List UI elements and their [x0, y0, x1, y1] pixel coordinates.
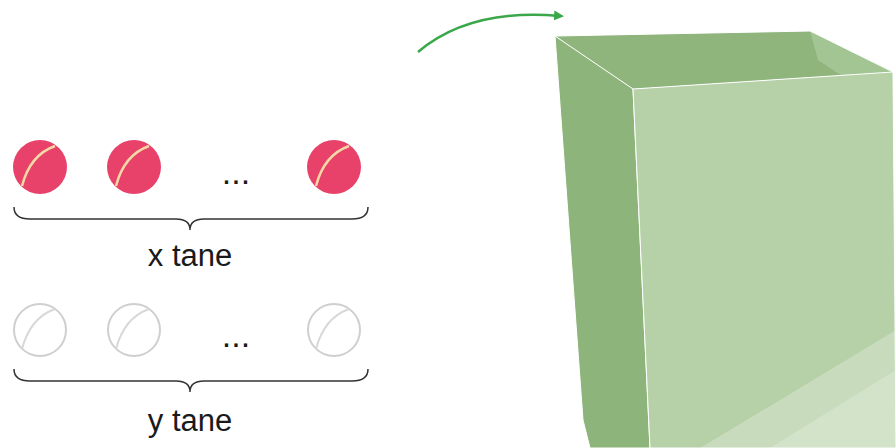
gray-ball — [14, 304, 66, 356]
watermark-shape — [700, 330, 896, 448]
red-ball — [307, 140, 361, 194]
count-label: ... — [222, 318, 250, 352]
count-label: ... — [222, 155, 250, 189]
throw-arrow — [418, 15, 560, 52]
watermark-shape — [770, 370, 896, 448]
count-label: x tane — [148, 240, 232, 271]
brace — [14, 207, 368, 230]
count-label: y tane — [148, 405, 232, 436]
brace — [14, 369, 368, 392]
red-ball — [13, 140, 67, 194]
green-box — [555, 31, 896, 448]
red-ball — [107, 140, 161, 194]
gray-ball — [108, 304, 160, 356]
gray-ball — [308, 304, 360, 356]
